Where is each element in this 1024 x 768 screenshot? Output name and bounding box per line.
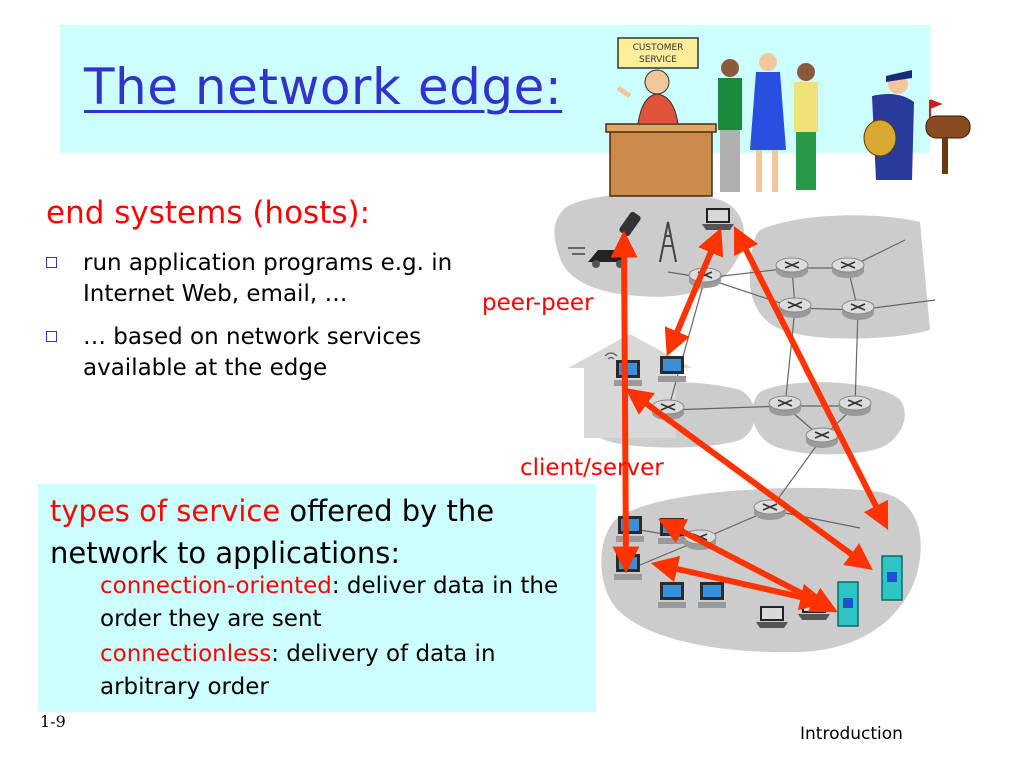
connection-oriented-term: connection-oriented xyxy=(100,573,332,599)
desktop-computer-icon xyxy=(658,356,686,382)
title-banner xyxy=(60,25,930,153)
laptop-icon xyxy=(756,606,788,628)
router-icon xyxy=(838,395,872,417)
square-bullet-icon xyxy=(46,257,57,268)
laptop-icon xyxy=(702,208,734,230)
mail-carrier-icon xyxy=(863,70,914,180)
bullet-item: … based on network services available at… xyxy=(46,322,516,384)
slide-title: The network edge: xyxy=(84,58,563,116)
connection-oriented-item: connection-oriented: deliver data in the… xyxy=(100,570,590,636)
peer-peer-label: peer-peer xyxy=(482,290,594,316)
customer-person-icon xyxy=(794,63,818,190)
bullet-item: run application programs e.g. in Interne… xyxy=(46,248,516,310)
connection-arrows xyxy=(610,225,889,613)
mailbox-icon xyxy=(925,99,971,174)
bullet-text: run application programs e.g. in Interne… xyxy=(83,250,453,307)
page-number: 1-9 xyxy=(40,712,66,731)
desktop-computer-icon xyxy=(658,582,686,608)
client-server-label: client/server xyxy=(520,455,664,481)
desktop-computer-icon xyxy=(616,516,644,542)
router-icon xyxy=(841,299,875,321)
end-systems-heading: end systems (hosts): xyxy=(46,195,371,231)
router-icon xyxy=(775,257,809,279)
peer-peer-arrow xyxy=(664,227,724,357)
square-bullet-icon xyxy=(46,331,57,342)
service-types-term: types of service xyxy=(50,494,281,528)
customer-service-sign: CUSTOMER SERVICE xyxy=(617,37,699,69)
footer-section-title: Introduction xyxy=(800,724,903,744)
service-types-heading: types of service offered by the network … xyxy=(50,490,590,574)
router-icon xyxy=(831,257,865,279)
customer-service-illustration: CUSTOMER SERVICE xyxy=(605,37,971,197)
connectionless-desc: : delivery of data in arbitrary order xyxy=(100,641,496,700)
connectionless-term: connectionless xyxy=(100,641,272,667)
router-icon xyxy=(768,395,802,417)
service-types-rest: offered by the network to applications: xyxy=(50,494,495,570)
desktop-computer-icon xyxy=(614,360,642,386)
bullet-text: … based on network services available at… xyxy=(83,324,422,381)
customer-person-icon xyxy=(718,59,742,192)
service-types-box xyxy=(38,484,596,712)
customer-person-icon xyxy=(750,53,786,192)
arrow-phone-to-host xyxy=(610,230,640,574)
arrow-host-to-laptop xyxy=(650,555,828,611)
cell-phone-icon xyxy=(619,211,641,237)
service-desk-icon xyxy=(605,69,717,197)
router-icon xyxy=(805,427,839,449)
router-icon xyxy=(778,297,812,319)
desktop-computer-icon xyxy=(698,582,726,608)
connectionless-item: connectionless: delivery of data in arbi… xyxy=(100,638,590,704)
server-icon xyxy=(881,555,903,601)
connection-oriented-desc: : deliver data in the order they are sen… xyxy=(100,573,559,632)
server-icon xyxy=(837,581,859,627)
sign-line-2: SERVICE xyxy=(639,55,677,65)
sign-line-1: CUSTOMER xyxy=(633,43,684,53)
